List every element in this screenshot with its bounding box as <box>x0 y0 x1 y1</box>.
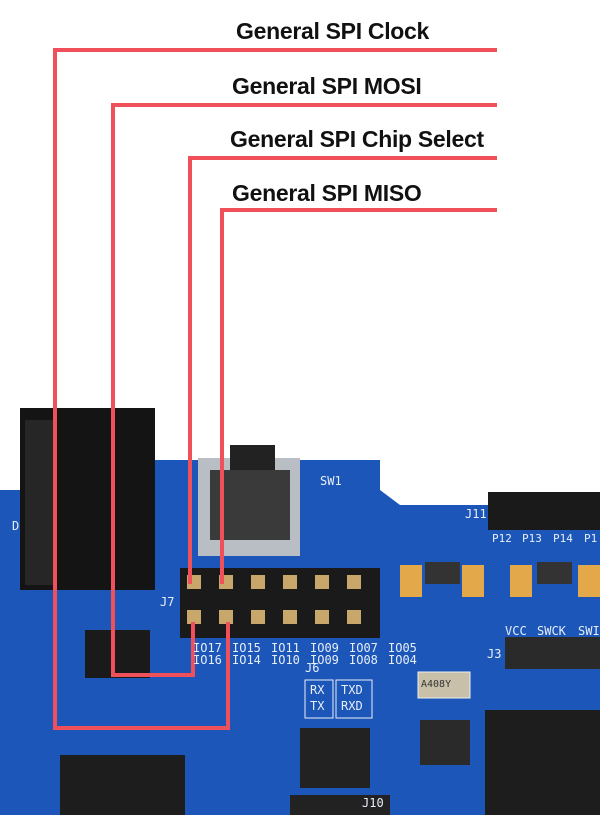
miso-label: General SPI MISO <box>232 180 422 206</box>
clock-label: General SPI Clock <box>236 18 430 44</box>
j6-label: J6 <box>305 661 320 675</box>
header-pin <box>283 575 297 589</box>
j7-pin-label: IO08 <box>349 653 378 667</box>
header-j10 <box>290 795 390 815</box>
header-pin <box>315 610 329 624</box>
j7-pin-label: IO09 <box>310 641 339 655</box>
mcu-chip <box>485 710 600 815</box>
mosi-label: General SPI MOSI <box>232 73 422 99</box>
j7-pin-label: IO14 <box>232 653 261 667</box>
j11-p12: P12 <box>492 532 512 545</box>
j11-label: J11 <box>465 507 487 521</box>
inductor <box>420 720 470 765</box>
j6-rxd: RXD <box>341 699 363 713</box>
j7-pin-label: IO07 <box>349 641 378 655</box>
j11-p1: P1 <box>584 532 598 545</box>
j7-pin-label: IO11 <box>271 641 300 655</box>
capacitor <box>510 565 532 597</box>
miso-line <box>220 208 497 584</box>
j7-label: J7 <box>160 595 175 609</box>
j10-label: J10 <box>362 796 384 810</box>
crystal-label: A408Y <box>421 679 452 690</box>
mcu-chip <box>60 755 185 815</box>
j7-pin-label: IO05 <box>388 641 417 655</box>
header-pin <box>283 610 297 624</box>
header-j7 <box>180 568 380 638</box>
capacitor <box>400 565 422 597</box>
header-pin <box>315 575 329 589</box>
header-pin <box>347 610 361 624</box>
j3-swi: SWI <box>578 624 600 638</box>
j3-vcc: VCC <box>505 624 527 638</box>
header-pins <box>187 575 361 624</box>
capacitor <box>578 565 600 597</box>
j6-tx: TX <box>310 699 325 713</box>
sw1-label: SW1 <box>320 474 342 488</box>
header-pin <box>187 610 201 624</box>
j7-pin-label: IO10 <box>271 653 300 667</box>
mosi-line <box>111 103 497 677</box>
header-pin <box>347 575 361 589</box>
header-pin <box>251 575 265 589</box>
regulator <box>537 562 572 584</box>
header-pin <box>251 610 265 624</box>
j6-txd: TXD <box>341 683 363 697</box>
regulator <box>425 562 460 584</box>
header-j11 <box>488 492 600 530</box>
j6-rx: RX <box>310 683 325 697</box>
j7-pin-label: IO17 <box>193 641 222 655</box>
j11-p14: P14 <box>553 532 573 545</box>
chip-select-label: General SPI Chip Select <box>230 126 484 152</box>
j3-label: J3 <box>487 647 502 661</box>
header-j6 <box>300 728 370 788</box>
j7-pin-label: IO04 <box>388 653 417 667</box>
header-j3 <box>505 637 600 669</box>
capacitor <box>462 565 484 597</box>
j7-pin-label: IO09 <box>310 653 339 667</box>
annotation-lines <box>53 48 497 730</box>
j7-pin-label: IO16 <box>193 653 222 667</box>
j11-p13: P13 <box>522 532 542 545</box>
j3-swck: SWCK <box>537 624 566 638</box>
header-pin <box>219 610 233 624</box>
eeprom-chip <box>85 630 150 678</box>
crystal <box>417 671 471 699</box>
diode-label: D <box>12 519 20 533</box>
chip-select-line <box>188 156 497 584</box>
j7-pin-label: IO15 <box>232 641 261 655</box>
clock-line <box>53 48 497 730</box>
